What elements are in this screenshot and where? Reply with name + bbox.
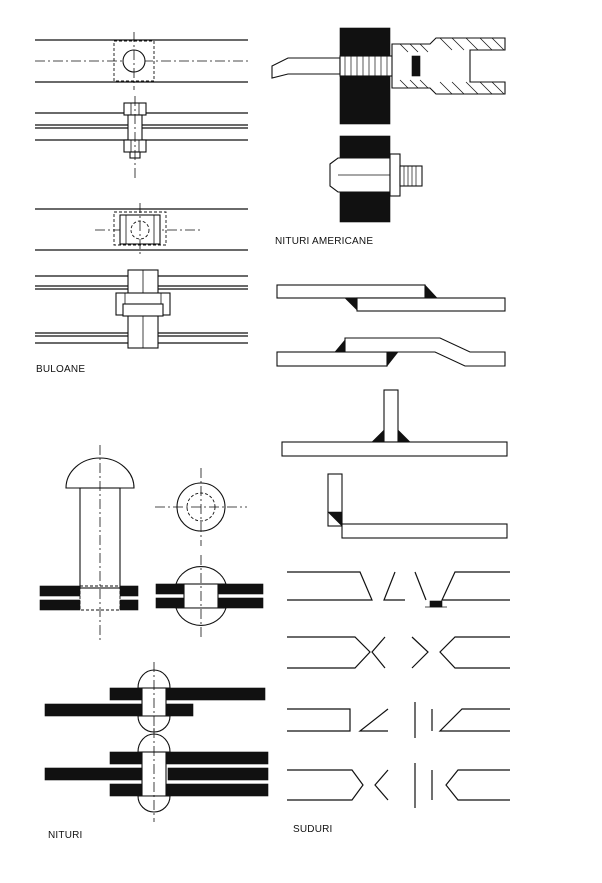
rivet-group: NITURI bbox=[39, 445, 269, 841]
label-suduri: SUDURI bbox=[293, 824, 333, 835]
weld-corner-joint bbox=[327, 473, 508, 539]
bolt-group: BULOANE bbox=[35, 32, 248, 375]
weld-groove-preparations bbox=[287, 571, 510, 808]
blind-rivet-group: NITURI AMERICANE bbox=[271, 27, 506, 247]
weld-lap-joint bbox=[276, 284, 506, 312]
rivet-lap-joint bbox=[44, 662, 266, 745]
label-nituri-americane: NITURI AMERICANE bbox=[275, 236, 373, 247]
rivet-top-view bbox=[155, 468, 247, 546]
blind-rivet-pulling-tool bbox=[271, 27, 506, 125]
rivet-unset bbox=[39, 445, 139, 640]
bolt-side-section bbox=[35, 96, 248, 178]
weld-group: SUDURI bbox=[276, 284, 510, 835]
label-nituri: NITURI bbox=[48, 830, 83, 841]
blind-rivet-installed bbox=[329, 135, 423, 223]
bolt-plate-top-view bbox=[35, 32, 248, 90]
rivet-set-section bbox=[155, 555, 264, 640]
bolt-three-plate-section bbox=[35, 269, 248, 349]
label-buloane: BULOANE bbox=[36, 364, 85, 375]
weld-joggled-lap bbox=[276, 337, 506, 367]
weld-t-fillet bbox=[281, 389, 508, 457]
bolt-top-view bbox=[35, 203, 248, 256]
rivet-butt-strap-joint bbox=[44, 728, 269, 822]
